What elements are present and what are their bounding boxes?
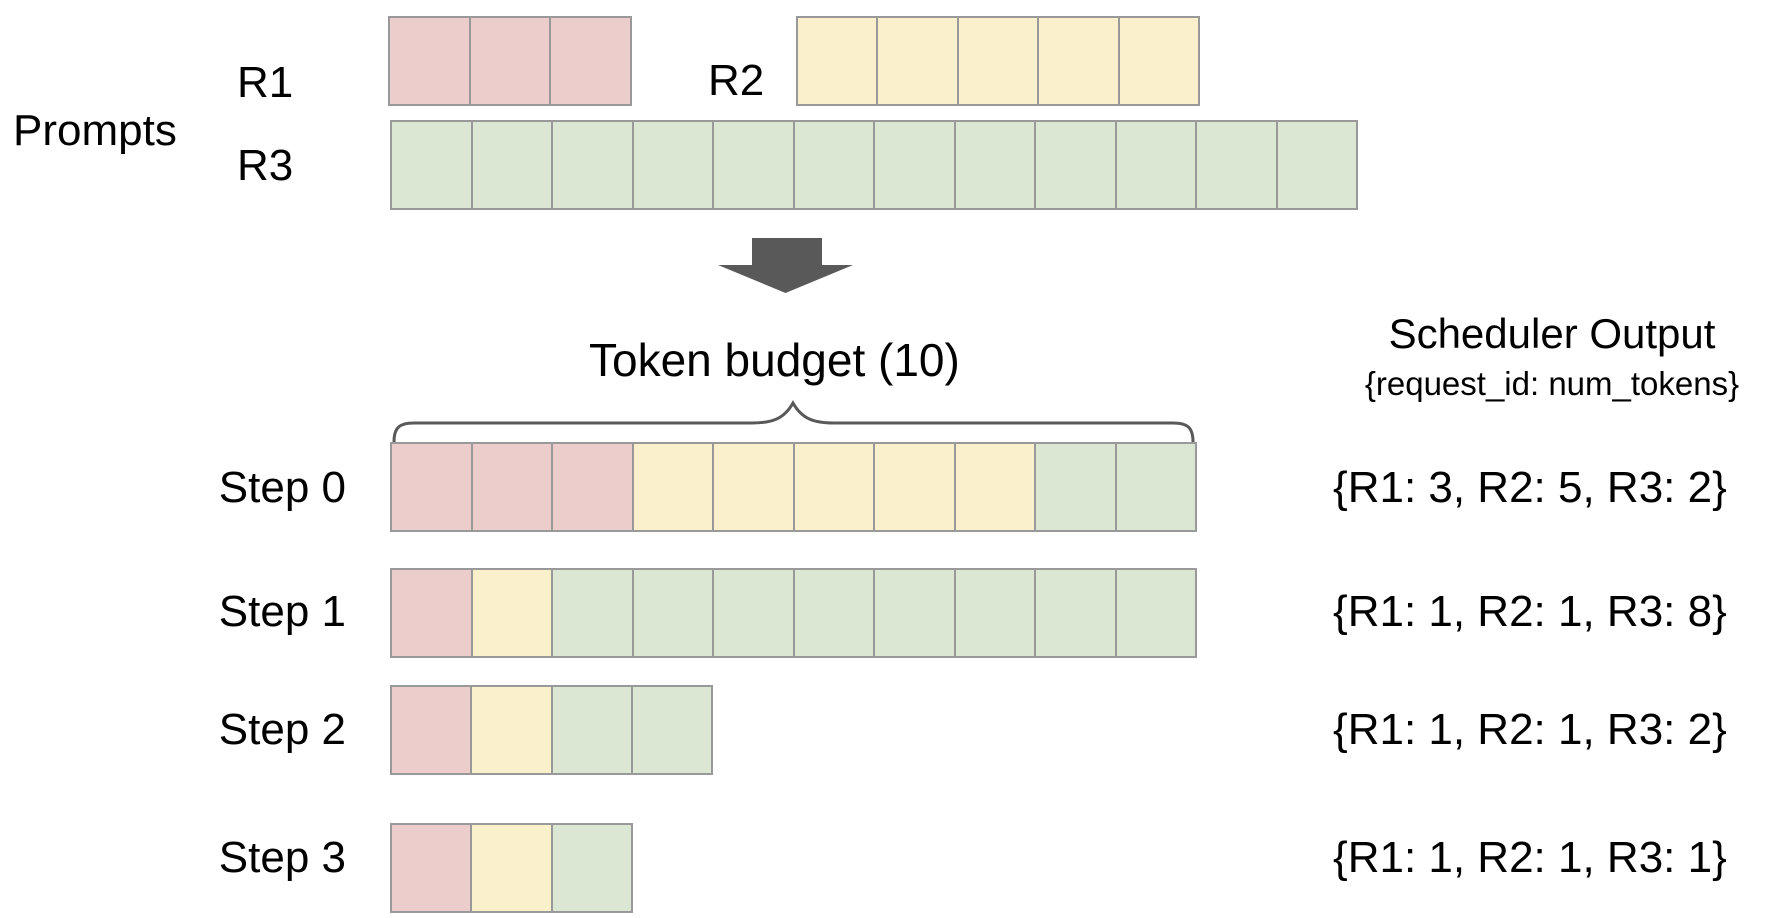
request-r3-label: R3 xyxy=(237,141,294,190)
scheduler-output-header: Scheduler Output {request_id: num_tokens… xyxy=(1332,310,1772,404)
down-arrow-icon xyxy=(718,238,853,293)
token-cell-green xyxy=(392,122,471,208)
curly-brace xyxy=(390,396,1197,444)
request-r1-label: R1 xyxy=(237,58,294,107)
prompts-label: Prompts xyxy=(13,106,177,155)
token-cell-green xyxy=(712,122,793,208)
token-cell-pink xyxy=(392,825,471,911)
token-cell-green xyxy=(792,570,873,656)
token-cell-green xyxy=(792,122,873,208)
token-cell-green xyxy=(1195,122,1276,208)
step2-scheduler-output: {R1: 1, R2: 1, R3: 2} xyxy=(1333,705,1727,754)
token-cell-yellow xyxy=(470,825,551,911)
scheduler-output-title: Scheduler Output xyxy=(1388,310,1716,357)
token-cell-green xyxy=(1114,570,1195,656)
token-cell-pink xyxy=(549,18,631,104)
step0-token-row xyxy=(390,442,1197,532)
prompt-row-r3 xyxy=(390,120,1358,210)
token-cell-pink xyxy=(392,444,471,530)
token-cell-green xyxy=(1034,122,1115,208)
token-cell-green xyxy=(953,570,1034,656)
prompt-row-r2 xyxy=(796,16,1200,106)
token-cell-yellow xyxy=(470,570,551,656)
token-cell-yellow xyxy=(470,687,551,773)
step3-token-row xyxy=(390,823,633,913)
token-cell-green xyxy=(470,122,551,208)
token-cell-yellow xyxy=(712,444,793,530)
token-cell-green xyxy=(551,570,632,656)
token-cell-pink xyxy=(390,18,469,104)
token-cell-yellow xyxy=(953,444,1034,530)
token-cell-yellow xyxy=(956,18,1038,104)
token-cell-yellow xyxy=(792,444,873,530)
token-cell-yellow xyxy=(876,18,957,104)
token-cell-green xyxy=(550,687,631,773)
scheduler-output-subtitle: {request_id: num_tokens} xyxy=(1364,365,1740,402)
token-cell-yellow xyxy=(798,18,877,104)
token-cell-yellow xyxy=(873,444,954,530)
token-cell-pink xyxy=(470,444,551,530)
token-cell-green xyxy=(953,122,1034,208)
token-cell-green xyxy=(873,122,954,208)
step1-scheduler-output: {R1: 1, R2: 1, R3: 8} xyxy=(1333,587,1727,636)
token-cell-green xyxy=(1275,122,1356,208)
step0-scheduler-output: {R1: 3, R2: 5, R3: 2} xyxy=(1333,463,1727,512)
step1-token-row xyxy=(390,568,1197,658)
step2-label: Step 2 xyxy=(218,705,346,754)
token-budget-label: Token budget (10) xyxy=(589,334,960,386)
step2-token-row xyxy=(390,685,713,775)
token-cell-pink xyxy=(468,18,550,104)
token-cell-green xyxy=(1114,444,1195,530)
token-cell-green xyxy=(550,825,631,911)
token-cell-green xyxy=(873,570,954,656)
token-cell-green xyxy=(1034,444,1115,530)
token-cell-yellow xyxy=(1037,18,1118,104)
token-cell-green xyxy=(1034,570,1115,656)
token-cell-green xyxy=(712,570,793,656)
token-cell-green xyxy=(631,122,712,208)
step0-label: Step 0 xyxy=(218,463,346,512)
token-cell-green xyxy=(551,122,632,208)
token-cell-green xyxy=(630,687,711,773)
token-cell-yellow xyxy=(1117,18,1199,104)
token-cell-green xyxy=(1114,122,1195,208)
prompt-row-r1 xyxy=(388,16,632,106)
token-cell-pink xyxy=(392,687,471,773)
step3-label: Step 3 xyxy=(218,833,346,882)
token-cell-pink xyxy=(392,570,471,656)
token-cell-green xyxy=(631,570,712,656)
token-cell-pink xyxy=(551,444,632,530)
step1-label: Step 1 xyxy=(218,587,346,636)
request-r2-label: R2 xyxy=(708,56,765,105)
token-cell-yellow xyxy=(631,444,712,530)
step3-scheduler-output: {R1: 1, R2: 1, R3: 1} xyxy=(1333,833,1727,882)
